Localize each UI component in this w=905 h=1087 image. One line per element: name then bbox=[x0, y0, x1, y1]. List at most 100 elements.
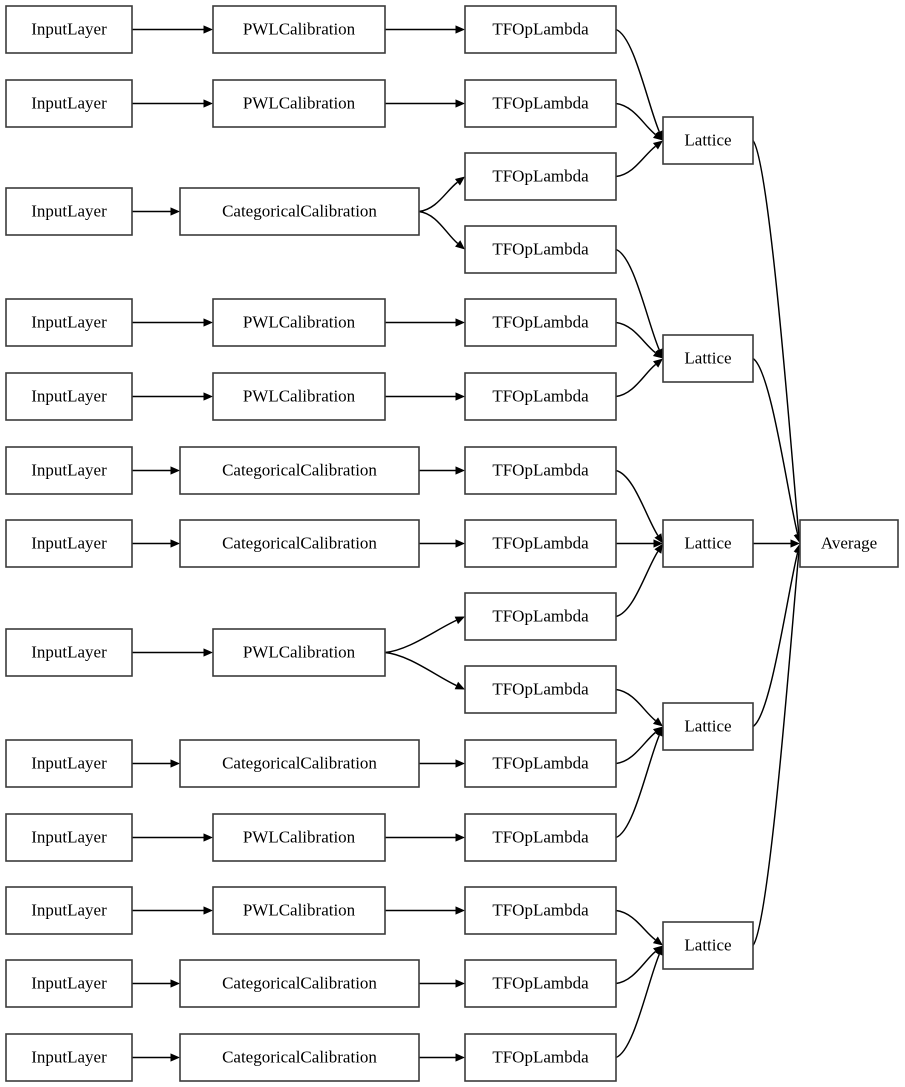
node-pwlcalibration-cal8[interactable]: PWLCalibration bbox=[212, 628, 386, 677]
node-box[interactable] bbox=[5, 739, 133, 788]
node-label: TFOpLambda bbox=[492, 753, 589, 772]
node-input-layer-in8[interactable]: InputLayer bbox=[5, 628, 133, 677]
node-tfop-lambda-op13[interactable]: TFOpLambda bbox=[464, 886, 617, 935]
node-box[interactable] bbox=[5, 79, 133, 128]
node-tfop-lambda-op4[interactable]: TFOpLambda bbox=[464, 225, 617, 274]
node-box[interactable] bbox=[464, 739, 617, 788]
node-input-layer-in2[interactable]: InputLayer bbox=[5, 79, 133, 128]
node-lattice-lat5[interactable]: Lattice bbox=[662, 921, 754, 970]
node-box[interactable] bbox=[5, 187, 133, 236]
node-box[interactable] bbox=[5, 628, 133, 677]
node-box[interactable] bbox=[5, 813, 133, 862]
node-box[interactable] bbox=[179, 1033, 420, 1082]
node-box[interactable] bbox=[212, 372, 386, 421]
node-categorical-calibration-cal9[interactable]: CategoricalCalibration bbox=[179, 739, 420, 788]
node-input-layer-in7[interactable]: InputLayer bbox=[5, 519, 133, 568]
node-box[interactable] bbox=[5, 446, 133, 495]
node-input-layer-in13[interactable]: InputLayer bbox=[5, 1033, 133, 1082]
node-box[interactable] bbox=[464, 813, 617, 862]
node-box[interactable] bbox=[5, 372, 133, 421]
node-box[interactable] bbox=[212, 628, 386, 677]
node-box[interactable] bbox=[5, 298, 133, 347]
node-box[interactable] bbox=[464, 665, 617, 714]
node-lattice-lat4[interactable]: Lattice bbox=[662, 702, 754, 751]
node-box[interactable] bbox=[179, 739, 420, 788]
node-pwlcalibration-cal5[interactable]: PWLCalibration bbox=[212, 372, 386, 421]
node-categorical-calibration-cal6[interactable]: CategoricalCalibration bbox=[179, 446, 420, 495]
node-input-layer-in12[interactable]: InputLayer bbox=[5, 959, 133, 1008]
node-box[interactable] bbox=[464, 5, 617, 54]
node-box[interactable] bbox=[212, 886, 386, 935]
node-tfop-lambda-op11[interactable]: TFOpLambda bbox=[464, 739, 617, 788]
node-box[interactable] bbox=[464, 886, 617, 935]
node-pwlcalibration-cal1[interactable]: PWLCalibration bbox=[212, 5, 386, 54]
node-lattice-lat3[interactable]: Lattice bbox=[662, 519, 754, 568]
node-box[interactable] bbox=[464, 372, 617, 421]
node-box[interactable] bbox=[662, 116, 754, 165]
node-box[interactable] bbox=[662, 921, 754, 970]
node-box[interactable] bbox=[212, 79, 386, 128]
node-categorical-calibration-cal12[interactable]: CategoricalCalibration bbox=[179, 959, 420, 1008]
node-tfop-lambda-op6[interactable]: TFOpLambda bbox=[464, 372, 617, 421]
node-input-layer-in5[interactable]: InputLayer bbox=[5, 372, 133, 421]
node-box[interactable] bbox=[179, 446, 420, 495]
node-box[interactable] bbox=[662, 702, 754, 751]
node-input-layer-in11[interactable]: InputLayer bbox=[5, 886, 133, 935]
node-tfop-lambda-op7[interactable]: TFOpLambda bbox=[464, 446, 617, 495]
node-box[interactable] bbox=[464, 519, 617, 568]
node-tfop-lambda-op8[interactable]: TFOpLambda bbox=[464, 519, 617, 568]
edge-cal8-to-op10 bbox=[384, 651, 465, 690]
node-box[interactable] bbox=[464, 592, 617, 641]
node-box[interactable] bbox=[212, 298, 386, 347]
node-pwlcalibration-cal2[interactable]: PWLCalibration bbox=[212, 79, 386, 128]
node-box[interactable] bbox=[662, 519, 754, 568]
node-box[interactable] bbox=[464, 298, 617, 347]
node-categorical-calibration-cal7[interactable]: CategoricalCalibration bbox=[179, 519, 420, 568]
node-box[interactable] bbox=[5, 959, 133, 1008]
node-box[interactable] bbox=[5, 1033, 133, 1082]
node-tfop-lambda-op3[interactable]: TFOpLambda bbox=[464, 152, 617, 201]
node-pwlcalibration-cal4[interactable]: PWLCalibration bbox=[212, 298, 386, 347]
node-tfop-lambda-op2[interactable]: TFOpLambda bbox=[464, 79, 617, 128]
node-pwlcalibration-cal11[interactable]: PWLCalibration bbox=[212, 886, 386, 935]
node-average-avg[interactable]: Average bbox=[799, 519, 899, 568]
node-tfop-lambda-op14[interactable]: TFOpLambda bbox=[464, 959, 617, 1008]
node-pwlcalibration-cal10[interactable]: PWLCalibration bbox=[212, 813, 386, 862]
node-box[interactable] bbox=[5, 886, 133, 935]
node-box[interactable] bbox=[464, 446, 617, 495]
node-tfop-lambda-op12[interactable]: TFOpLambda bbox=[464, 813, 617, 862]
node-tfop-lambda-op5[interactable]: TFOpLambda bbox=[464, 298, 617, 347]
node-tfop-lambda-op15[interactable]: TFOpLambda bbox=[464, 1033, 617, 1082]
node-lattice-lat2[interactable]: Lattice bbox=[662, 334, 754, 383]
node-box[interactable] bbox=[464, 225, 617, 274]
node-box[interactable] bbox=[464, 1033, 617, 1082]
node-label: PWLCalibration bbox=[243, 827, 356, 846]
node-input-layer-in9[interactable]: InputLayer bbox=[5, 739, 133, 788]
node-tfop-lambda-op10[interactable]: TFOpLambda bbox=[464, 665, 617, 714]
node-box[interactable] bbox=[5, 519, 133, 568]
node-box[interactable] bbox=[464, 79, 617, 128]
node-box[interactable] bbox=[212, 5, 386, 54]
node-input-layer-in6[interactable]: InputLayer bbox=[5, 446, 133, 495]
node-tfop-lambda-op9[interactable]: TFOpLambda bbox=[464, 592, 617, 641]
node-box[interactable] bbox=[799, 519, 899, 568]
node-categorical-calibration-cal13[interactable]: CategoricalCalibration bbox=[179, 1033, 420, 1082]
node-input-layer-in4[interactable]: InputLayer bbox=[5, 298, 133, 347]
node-box[interactable] bbox=[179, 519, 420, 568]
node-input-layer-in1[interactable]: InputLayer bbox=[5, 5, 133, 54]
node-input-layer-in10[interactable]: InputLayer bbox=[5, 813, 133, 862]
edge-op13-to-lat5 bbox=[615, 909, 663, 946]
node-box[interactable] bbox=[179, 959, 420, 1008]
node-lattice-lat1[interactable]: Lattice bbox=[662, 116, 754, 165]
node-input-layer-in3[interactable]: InputLayer bbox=[5, 187, 133, 236]
node-box[interactable] bbox=[212, 813, 386, 862]
node-box[interactable] bbox=[179, 187, 420, 236]
node-categorical-calibration-cal3[interactable]: CategoricalCalibration bbox=[179, 187, 420, 236]
node-box[interactable] bbox=[5, 5, 133, 54]
node-box[interactable] bbox=[464, 152, 617, 201]
node-box[interactable] bbox=[662, 334, 754, 383]
edge-op4-to-lat2 bbox=[615, 248, 664, 359]
node-box[interactable] bbox=[464, 959, 617, 1008]
node-tfop-lambda-op1[interactable]: TFOpLambda bbox=[464, 5, 617, 54]
